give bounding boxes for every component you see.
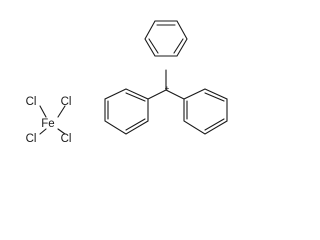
ring-double-bond <box>204 92 225 102</box>
ring-double-bond <box>125 118 146 131</box>
chlorine-atom-bottom-right: Cl <box>61 133 72 145</box>
phenyl-ring-right <box>183 88 228 135</box>
fe-cl-bond-bottom-left <box>39 128 47 135</box>
chlorine-atom-top-left: Cl <box>26 96 37 108</box>
ring-double-bond <box>125 92 146 102</box>
positive-charge-sign: + <box>165 84 170 93</box>
central-carbon-bond-left <box>147 89 167 100</box>
ring-double-bond <box>148 38 159 54</box>
tetrachloroferrate-anion: Cl Cl Fe Cl Cl <box>26 96 72 145</box>
chlorine-atom-bottom-left: Cl <box>26 133 37 145</box>
phenyl-ring-left <box>104 88 149 135</box>
chlorine-atom-top-right: Cl <box>61 96 72 108</box>
fe-cl-bond-top-left <box>39 105 47 118</box>
fe-cl-bond-top-right <box>57 105 66 118</box>
phenyl-ring-top <box>144 20 188 57</box>
trityl-cation: + <box>104 20 228 135</box>
ring-outline <box>144 20 188 57</box>
central-carbon-bond-right <box>165 89 185 100</box>
ring-outline <box>183 88 228 135</box>
chemical-structure: Cl Cl Fe Cl Cl + <box>26 20 228 145</box>
ring-double-bond <box>173 38 184 54</box>
fe-cl-bond-bottom-right <box>57 128 66 135</box>
ring-double-bond <box>204 118 225 131</box>
ring-outline <box>104 88 149 135</box>
iron-atom: Fe <box>41 118 54 130</box>
